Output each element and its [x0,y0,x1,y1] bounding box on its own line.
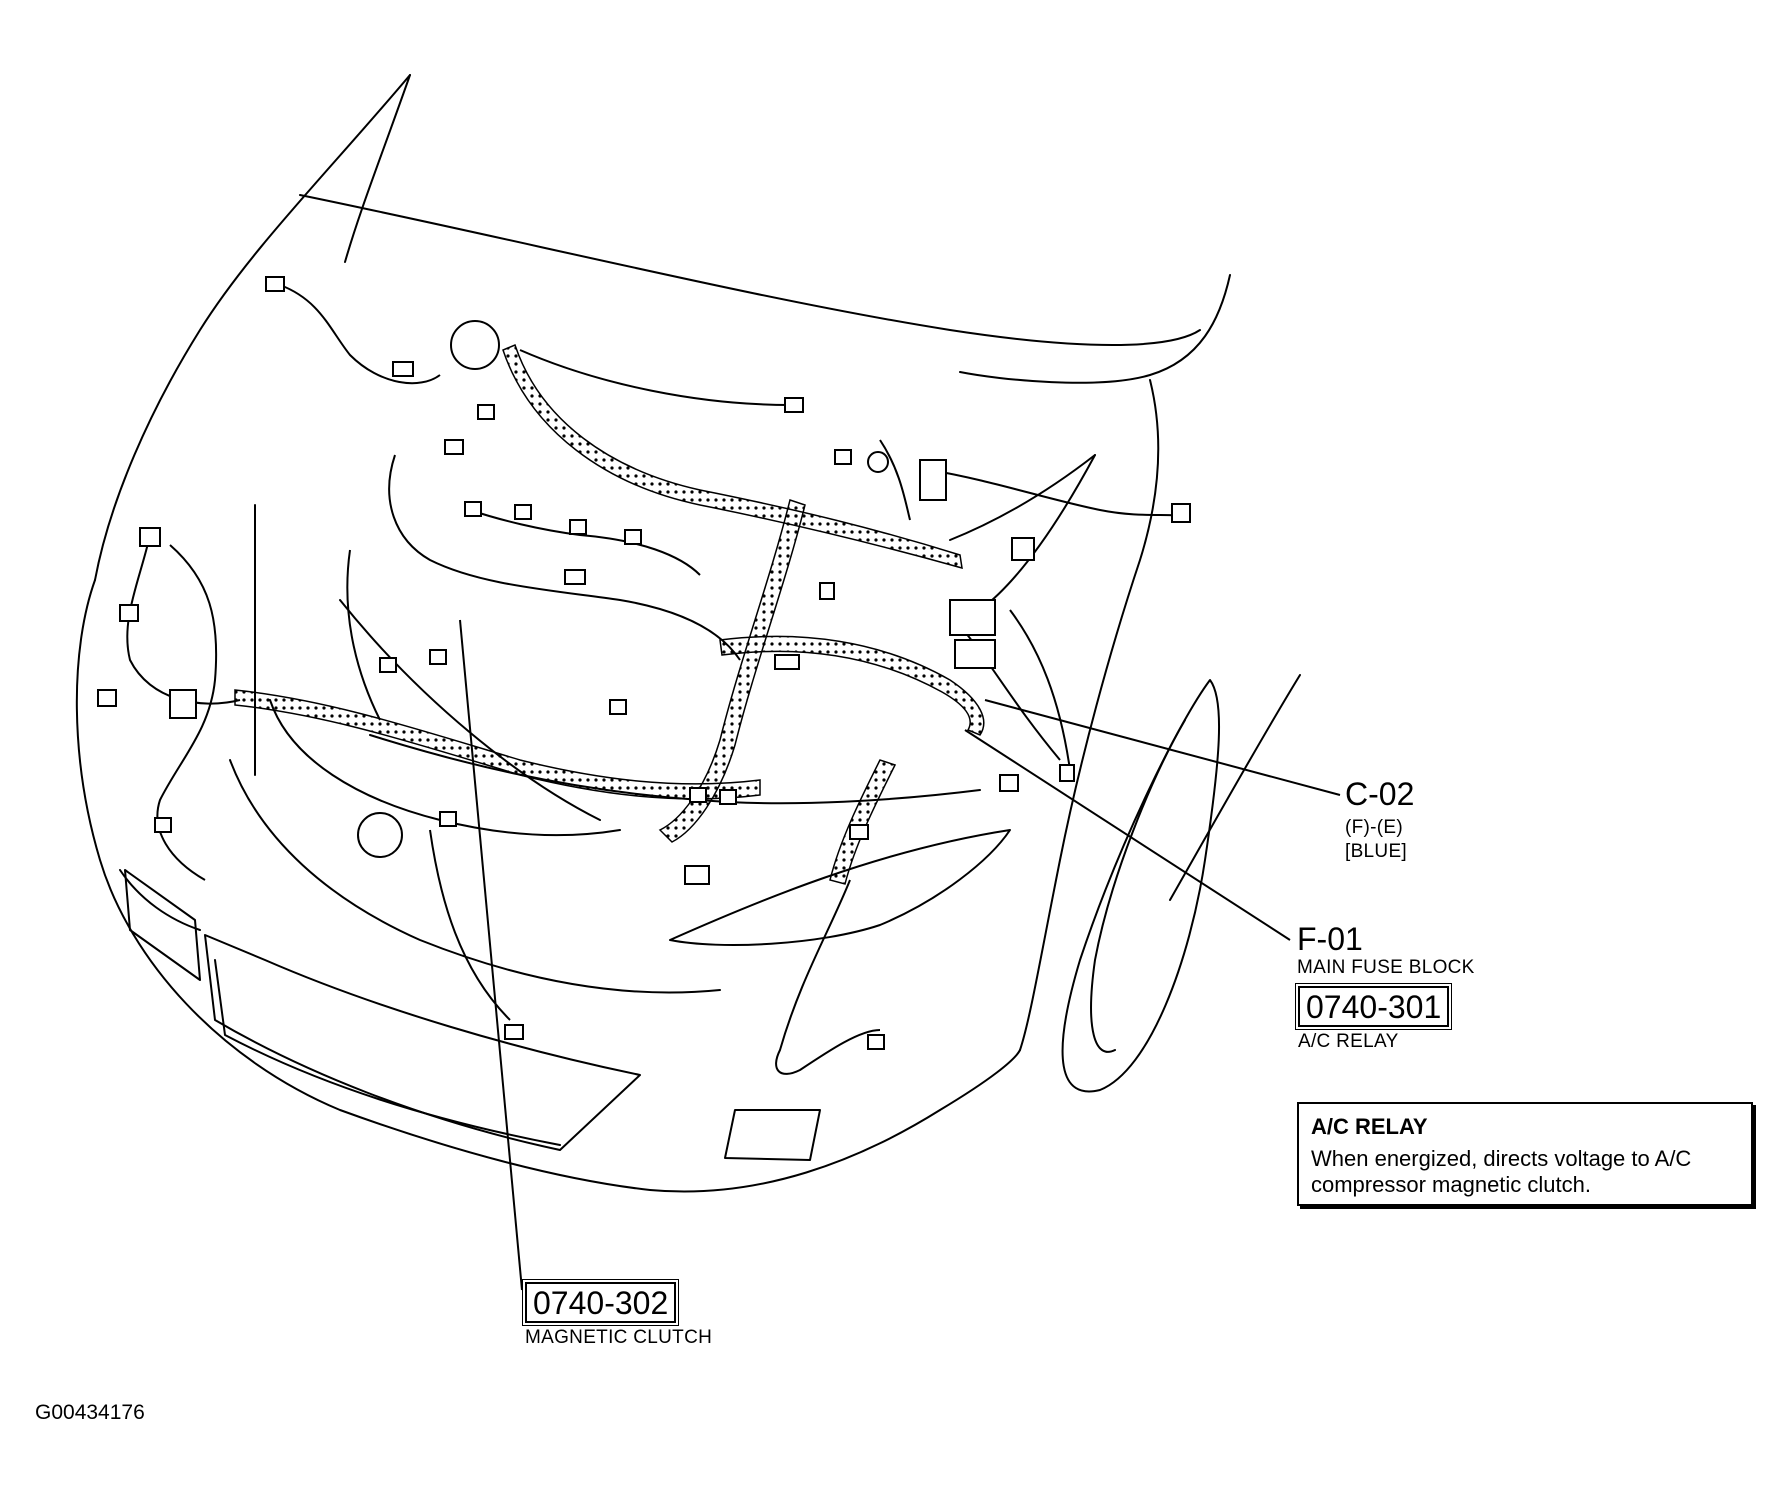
figure-id: G00434176 [35,1401,145,1424]
clutch-desc: MAGNETIC CLUTCH [525,1327,713,1348]
fog-light-left [124,869,201,981]
fog-light-right [724,1109,821,1161]
connector [719,789,737,805]
lamp-component [357,812,403,858]
c02-pin-range: (F)-(E) [1345,817,1404,838]
connector [867,1034,885,1050]
connector [514,504,532,520]
bumper-lower [229,759,721,994]
relay-component [949,599,996,636]
harness-main-top [502,343,963,570]
connector [444,439,464,455]
connector [265,276,285,292]
wire-right-2 [929,469,1191,521]
connector [1059,764,1075,782]
connector [464,501,482,517]
hood-crease [344,74,411,263]
wire-left-2 [156,544,218,881]
connector [439,811,457,827]
connector [392,361,414,377]
horn-component [450,320,500,370]
wire-cluster-3 [346,549,381,721]
connector [684,865,710,885]
wire-top-left [279,284,441,385]
connector [169,689,197,719]
tire-outer [1061,679,1221,1093]
connector [609,699,627,715]
connector [819,582,835,600]
connector [477,404,495,420]
tire-inner [1090,719,1186,1053]
connector [919,459,947,501]
bay-right-panel [949,454,1096,541]
sensor-component [867,451,889,473]
bumper-outline [75,579,1021,1193]
wire-right-3 [1009,609,1071,771]
wire-bottom-center [429,829,511,1021]
wire-bottom-right [775,879,881,1075]
fender-right [1019,379,1160,1051]
connector [1011,537,1035,561]
grille-inner [214,959,561,1146]
hood-front-edge [299,194,1201,346]
bay-center [339,599,601,821]
fender-arc [1169,674,1301,901]
f01-desc: MAIN FUSE BLOCK [1297,957,1475,978]
clutch-code-box: 0740-302 [521,1279,680,1326]
connector [849,824,869,840]
connector [564,569,586,585]
harness-right-lower [829,759,897,885]
connector [999,774,1019,792]
connector [689,787,707,803]
info-box-title: A/C RELAY [1311,1114,1428,1139]
leader-f01 [964,729,1291,941]
fuse-block-component [954,639,996,669]
relay-desc: A/C RELAY [1298,1031,1399,1052]
wire-right-1 [879,439,911,521]
c02-color: [BLUE] [1345,841,1407,862]
leader-c02 [984,699,1341,796]
leader-clutch [459,619,523,1291]
f01-code: F-01 [1297,921,1363,957]
windshield-edge [959,274,1231,384]
connector [504,1024,524,1040]
wire-top-right [519,349,791,406]
connector [429,649,447,665]
connector [97,689,117,707]
c02-code: C-02 [1345,776,1415,812]
connector [119,604,139,622]
connector [569,519,587,535]
hood-outline [94,74,411,581]
info-box-text: When energized, directs voltage to A/C c… [1311,1146,1692,1198]
info-box: A/C RELAY When energized, directs voltag… [1297,1102,1753,1206]
connector [834,449,852,465]
harness-front-band [234,689,761,800]
connector [784,397,804,413]
grille-outline [204,934,641,1151]
headlamp-right [669,829,1011,946]
connector [1171,503,1191,523]
connector [154,817,172,833]
wire-cluster-1 [388,454,741,661]
grille-upper [119,869,201,931]
connector [379,657,397,673]
connector [139,527,161,547]
wire-left [126,534,241,705]
connector [774,654,800,670]
harness-right [719,635,985,736]
connector [624,529,642,545]
fender-inner [979,454,1096,611]
wire-cluster-2 [469,509,701,576]
relay-code-box: 0740-301 [1294,983,1453,1030]
